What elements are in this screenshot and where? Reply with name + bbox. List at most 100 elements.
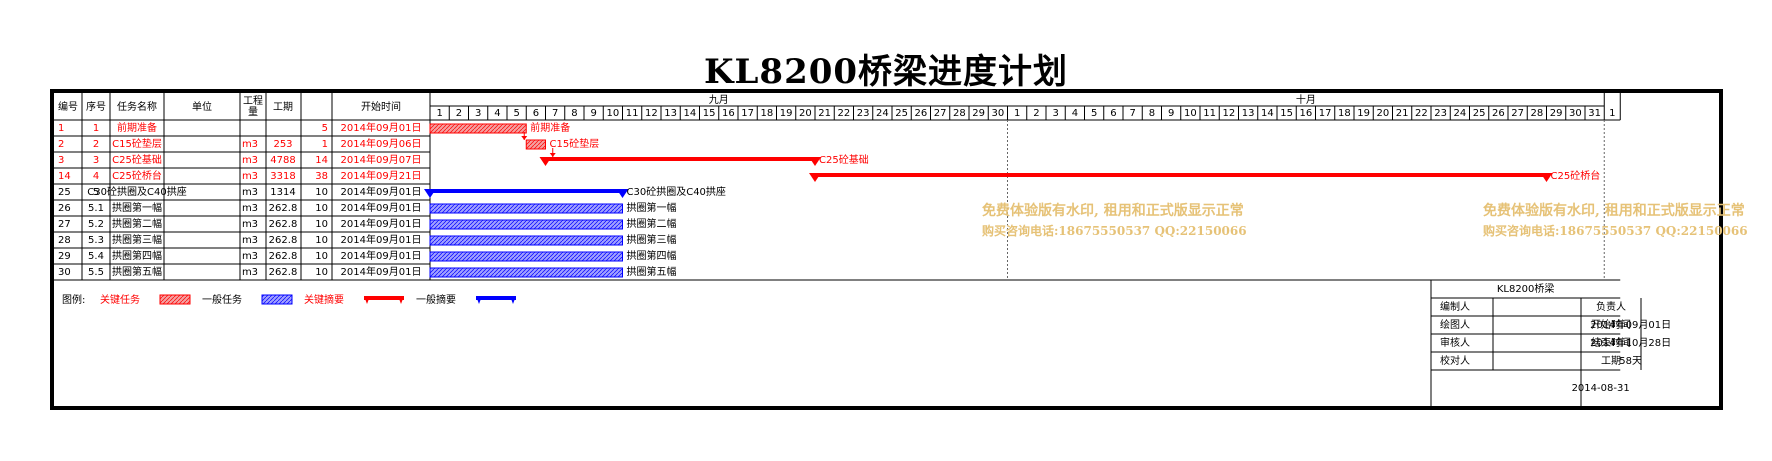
day-label: 15 [703, 108, 716, 119]
task-qty: 262.8 [269, 203, 298, 214]
task-duration: 14 [315, 155, 328, 166]
legend-swatch [364, 296, 370, 304]
legend-swatch [398, 296, 404, 304]
dependency-arrow [549, 153, 556, 157]
day-label: 3 [475, 108, 481, 119]
column-header: 单位 [192, 100, 212, 113]
task-bar [525, 139, 546, 150]
bar-label: 拱圈第一幅 [627, 201, 677, 214]
task-id: 28 [58, 235, 71, 246]
summary-bar [430, 189, 623, 193]
legend-text: 关键任务 [100, 293, 140, 306]
info-value: 2014年09月01日 [1590, 318, 1671, 331]
day-label: 13 [664, 108, 677, 119]
day-label: 26 [1492, 108, 1505, 119]
task-duration: 10 [315, 267, 328, 278]
day-label: 2 [1033, 108, 1039, 119]
task-name: 拱圈第三幅 [112, 233, 162, 246]
bar-label: 拱圈第五幅 [627, 265, 677, 278]
day-label: 27 [1511, 108, 1524, 119]
watermark-line2: 购买咨询电话:18675550537 QQ:22150066 [1483, 224, 1748, 238]
day-label: 18 [1338, 108, 1351, 119]
day-label: 16 [1300, 108, 1313, 119]
task-id: 27 [58, 219, 71, 230]
watermark-line1: 免费体验版有水印, 租用和正式版显示正常 [982, 203, 1244, 219]
day-label: 22 [1415, 108, 1428, 119]
task-bar [429, 267, 623, 278]
task-name: C15砼垫层 [112, 137, 162, 150]
legend-swatch [510, 296, 516, 304]
task-duration: 5 [322, 123, 328, 134]
task-duration: 10 [315, 203, 328, 214]
task-duration: 10 [315, 235, 328, 246]
task-name: 前期准备 [117, 121, 157, 134]
day-label: 30 [992, 108, 1005, 119]
day-label: 9 [590, 108, 596, 119]
task-qty: 262.8 [269, 235, 298, 246]
task-seq: 5.3 [88, 235, 104, 246]
day-label: 14 [1261, 108, 1274, 119]
legend-swatch [364, 296, 404, 300]
day-label: 11 [626, 108, 639, 119]
day-label: 28 [953, 108, 966, 119]
bar-label: C30砼拱圈及C40拱座 [627, 185, 726, 198]
task-seq: 5.5 [88, 267, 104, 278]
day-label: 23 [857, 108, 870, 119]
day-label: 6 [533, 108, 539, 119]
legend-text: 关键摘要 [304, 293, 344, 306]
day-label: 12 [645, 108, 658, 119]
day-label: 18 [761, 108, 774, 119]
info-date: 2014-08-31 [1572, 383, 1630, 394]
info-label: 负责人 [1596, 300, 1626, 313]
day-label: 8 [1149, 108, 1155, 119]
info-label: 工期 [1601, 355, 1621, 367]
dependency-arrow [521, 136, 528, 140]
task-duration: 10 [315, 219, 328, 230]
task-name: C25砼基础 [112, 153, 162, 166]
day-label: 12 [1223, 108, 1236, 119]
task-name: C25砼桥台 [112, 169, 162, 182]
day-label: 25 [1473, 108, 1486, 119]
day-label: 5 [1091, 108, 1097, 119]
task-name: 拱圈第二幅 [112, 217, 162, 230]
task-id: 1 [58, 123, 64, 134]
day-label: 4 [1072, 108, 1078, 119]
day-label: 7 [1129, 108, 1135, 119]
day-label: 14 [684, 108, 697, 119]
task-unit: m3 [242, 267, 258, 278]
month-label: 十月 [1296, 93, 1316, 106]
task-unit: m3 [242, 219, 258, 230]
column-header: 工程 [243, 95, 263, 107]
info-label: 结束时间 [1591, 336, 1631, 349]
task-id: 26 [58, 203, 71, 214]
day-label: 17 [741, 108, 754, 119]
day-label: 1 [1609, 108, 1615, 119]
day-label: 3 [1052, 108, 1058, 119]
summary-end-marker [424, 189, 436, 198]
day-label: 10 [1184, 108, 1197, 119]
day-label: 7 [552, 108, 558, 119]
task-duration: 10 [315, 187, 328, 198]
summary-end-marker [809, 173, 821, 182]
day-label: 30 [1569, 108, 1582, 119]
task-bar [429, 235, 623, 246]
day-label: 28 [1531, 108, 1544, 119]
task-unit: m3 [242, 155, 258, 166]
task-seq: 5.1 [88, 203, 104, 214]
info-value: 58天 [1619, 356, 1642, 367]
task-name: 拱圈第一幅 [112, 201, 162, 214]
summary-bar [815, 173, 1547, 177]
task-id: 3 [58, 155, 64, 166]
day-label: 20 [799, 108, 812, 119]
column-header: 序号 [86, 100, 106, 113]
bar-label: C25砼桥台 [1551, 169, 1601, 182]
task-qty: 262.8 [269, 267, 298, 278]
task-unit: m3 [242, 251, 258, 262]
day-label: 21 [1396, 108, 1409, 119]
bar-label: 拱圈第二幅 [627, 217, 677, 230]
day-label: 25 [895, 108, 908, 119]
task-bar [429, 251, 623, 262]
task-name: 拱圈第五幅 [112, 265, 162, 278]
